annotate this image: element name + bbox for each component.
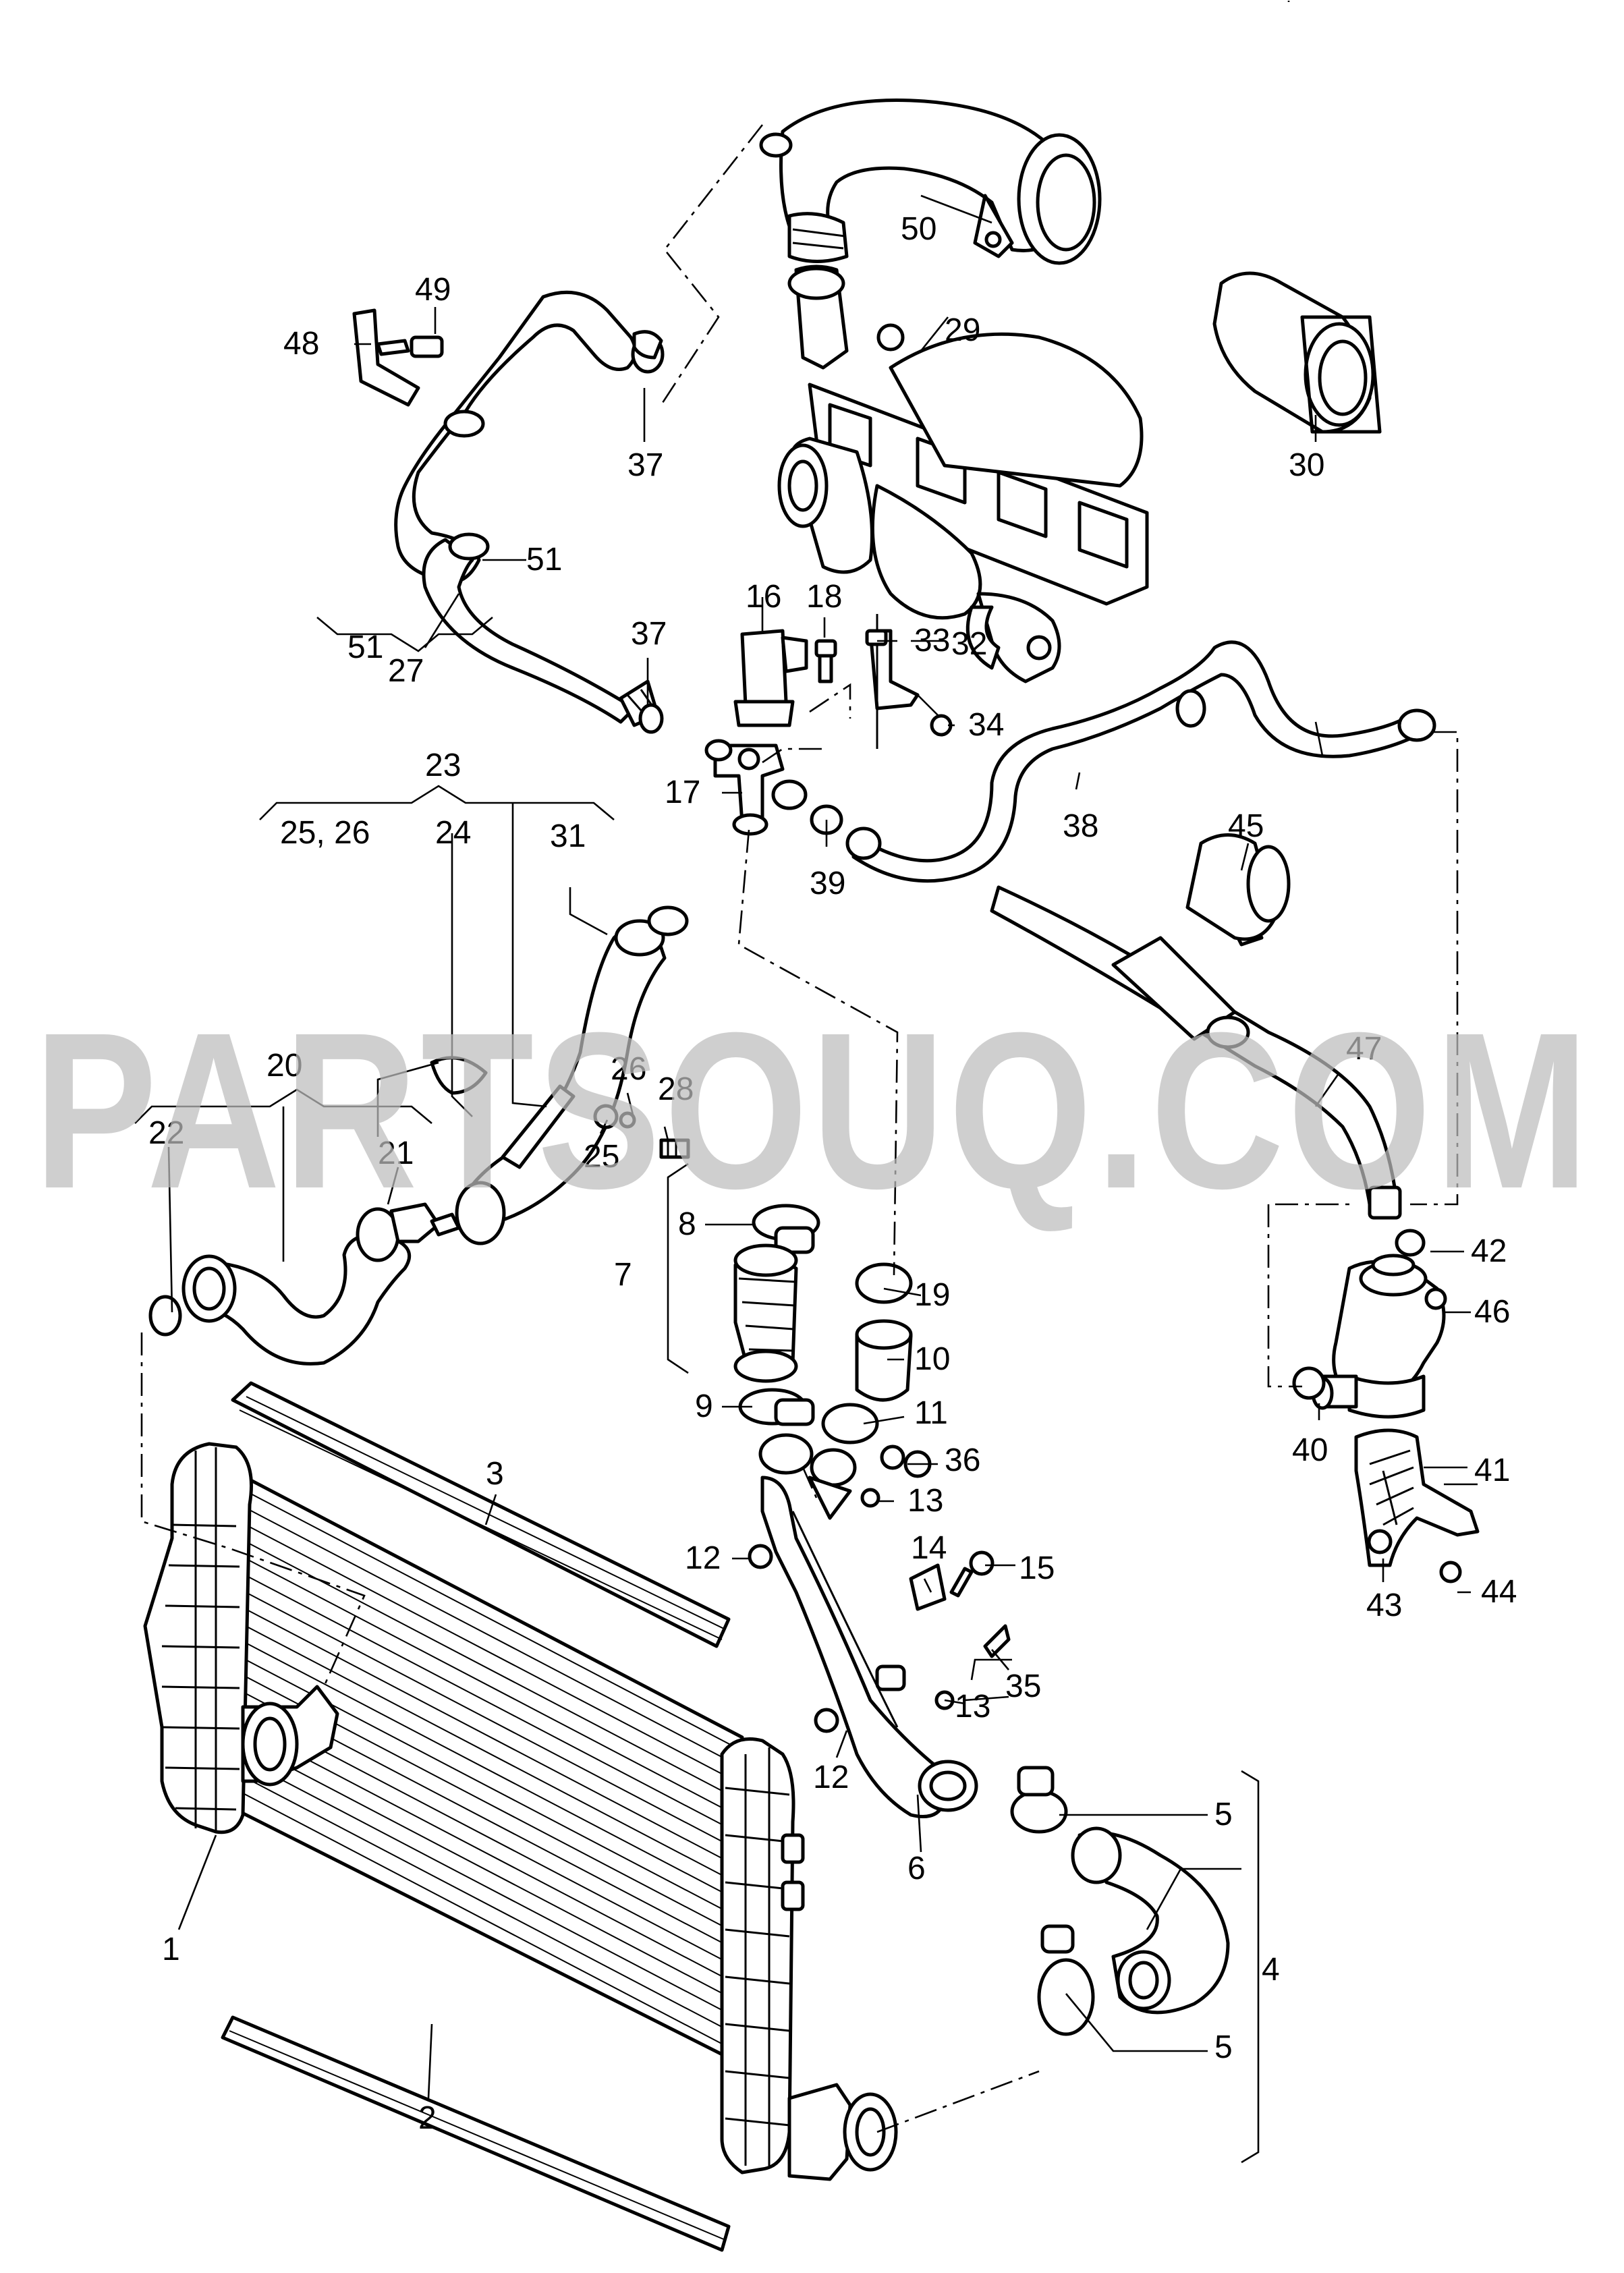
callout-48: 48 — [283, 326, 319, 362]
callout-33: 33 — [914, 623, 950, 658]
turbocharger-29 — [777, 323, 1149, 683]
callout-9: 9 — [695, 1388, 713, 1424]
callout-47: 47 — [1346, 1031, 1382, 1067]
hose-27 — [394, 290, 665, 727]
callout-5b: 5 — [1214, 2029, 1233, 2065]
charge-air-pipe — [758, 1433, 978, 1818]
callout-49: 49 — [415, 272, 451, 308]
callout-29: 29 — [945, 312, 980, 348]
connection-lines — [140, 124, 1459, 2133]
callout-11: 11 — [914, 1395, 948, 1431]
callout-6: 6 — [907, 1851, 926, 1886]
callout-16: 16 — [746, 579, 781, 615]
hose-20 — [148, 1202, 461, 1366]
callout-44: 44 — [1481, 1574, 1517, 1610]
hose-7 — [733, 1204, 820, 1426]
callout-42: 42 — [1471, 1233, 1507, 1269]
callout-2: 2 — [418, 2100, 437, 2136]
bracket-41 — [1292, 1229, 1480, 1583]
maf-sensor-30 — [1212, 271, 1382, 434]
callout-4: 4 — [1262, 1952, 1280, 1988]
hose-47 — [990, 833, 1402, 1220]
callout-31: 31 — [550, 818, 586, 854]
valve-16 — [733, 629, 808, 727]
callout-27: 27 — [388, 653, 424, 689]
callouts: 1 2 3 4 5 5 6 7 8 9 10 11 12 12 13 13 14… — [148, 211, 1517, 2136]
callout-8: 8 — [678, 1206, 696, 1242]
callout-51a: 51 — [526, 542, 562, 578]
small-fasteners — [748, 1444, 1011, 1733]
callout-12b: 12 — [813, 1760, 849, 1795]
callout-41: 41 — [1474, 1453, 1510, 1488]
intercooler — [143, 1381, 898, 2252]
callout-3: 3 — [486, 1456, 504, 1492]
callout-14: 14 — [911, 1530, 947, 1566]
callout-13b: 13 — [955, 1689, 990, 1724]
callout-13a: 13 — [907, 1483, 943, 1519]
pipe-23 — [430, 905, 690, 1245]
callout-10: 10 — [914, 1341, 950, 1377]
callout-50: 50 — [901, 211, 936, 247]
callout-17: 17 — [665, 775, 700, 810]
callout-37b: 37 — [631, 616, 667, 652]
callout-35: 35 — [1005, 1668, 1041, 1704]
callout-5a: 5 — [1214, 1797, 1233, 1832]
hose-10 — [821, 1262, 932, 1478]
callout-22: 22 — [148, 1115, 184, 1151]
hose-4 — [1010, 1766, 1230, 2036]
callout-28: 28 — [658, 1071, 694, 1107]
callout-37a: 37 — [627, 447, 663, 483]
callout-45: 45 — [1228, 808, 1264, 844]
watermark: PARTSOUQ.COM — [34, 986, 1592, 1235]
callout-25: 25 — [584, 1139, 619, 1175]
callout-46: 46 — [1474, 1294, 1510, 1330]
callout-15: 15 — [1019, 1550, 1055, 1586]
callout-24: 24 — [435, 815, 471, 851]
bracket-32 — [865, 614, 953, 749]
callout-21: 21 — [378, 1135, 414, 1171]
callout-40: 40 — [1292, 1432, 1328, 1468]
callout-23: 23 — [425, 748, 461, 783]
callout-43: 43 — [1366, 1588, 1402, 1623]
callout-32: 32 — [951, 626, 987, 662]
callout-12a: 12 — [685, 1540, 721, 1576]
callout-25-26: 25, 26 — [280, 815, 370, 851]
callout-36: 36 — [945, 1442, 980, 1478]
t-piece-17 — [704, 739, 808, 836]
callout-19: 19 — [914, 1277, 950, 1313]
callout-51b: 51 — [347, 629, 383, 665]
bracket-48 — [352, 308, 444, 407]
bolt-18 — [814, 639, 837, 683]
callout-38: 38 — [1063, 808, 1098, 844]
callout-39: 39 — [810, 866, 845, 901]
callout-26: 26 — [611, 1051, 646, 1087]
callout-34: 34 — [968, 707, 1004, 743]
leader-lines — [134, 1, 1478, 2164]
pipe-50 — [759, 98, 1102, 370]
callout-30: 30 — [1289, 447, 1324, 483]
callout-7: 7 — [614, 1257, 632, 1293]
callout-18: 18 — [806, 579, 842, 615]
callout-1: 1 — [162, 1932, 180, 1967]
callout-20: 20 — [267, 1048, 302, 1084]
hose-38 — [845, 640, 1436, 883]
pump-46 — [1311, 1254, 1447, 1419]
